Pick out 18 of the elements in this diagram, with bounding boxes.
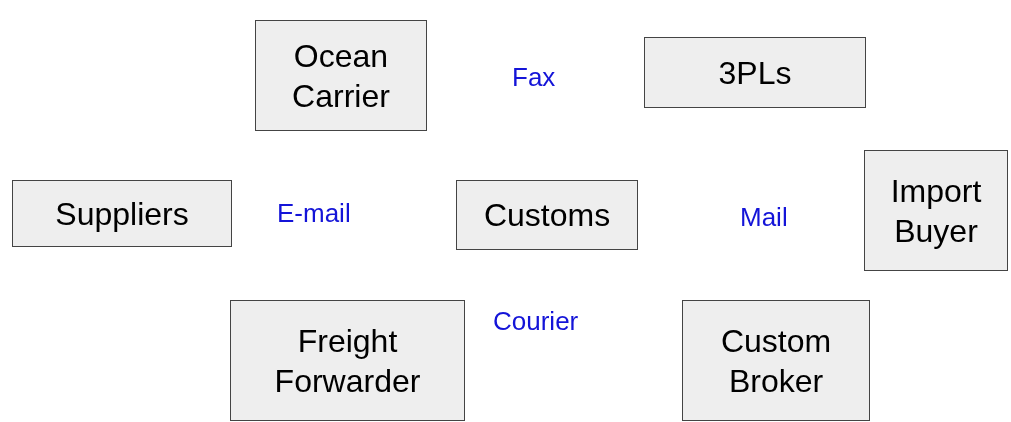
box-label: 3PLs (718, 53, 792, 93)
process-box (12, 180, 232, 247)
process-box (255, 20, 427, 131)
box-label: Freight Forwarder (273, 321, 422, 401)
channel-label: Fax (512, 62, 556, 93)
process-box (864, 150, 1008, 271)
channel-label: Courier (493, 306, 579, 337)
box-label: Custom Broker (719, 321, 833, 401)
channel-label: E-mail (277, 198, 351, 229)
process-box (230, 300, 465, 421)
process-box (644, 37, 866, 108)
channel-label: Mail (740, 202, 788, 233)
box-label: Suppliers (55, 194, 189, 234)
process-box (682, 300, 870, 421)
process-box (456, 180, 638, 250)
box-label: Ocean Carrier (291, 36, 391, 116)
box-label: Import Buyer (889, 171, 983, 251)
box-label: Customs (483, 196, 611, 235)
